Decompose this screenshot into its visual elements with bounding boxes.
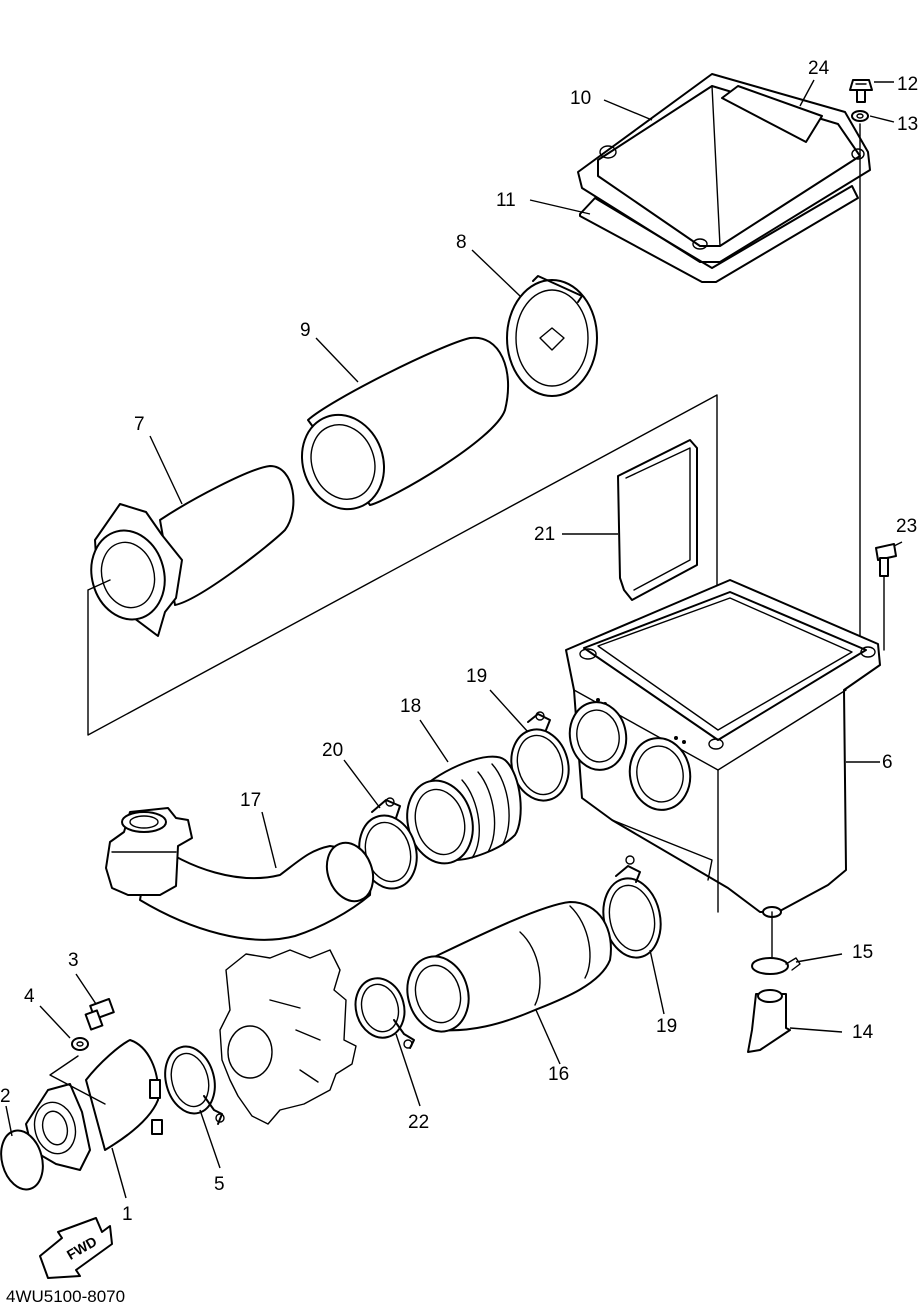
clamp-22	[354, 977, 415, 1049]
forward-arrow-icon: FWD	[39, 1217, 113, 1279]
callout-11: 11	[496, 190, 516, 211]
callout-14: 14	[852, 1022, 874, 1043]
carburetor-joint	[406, 901, 612, 1033]
callout-17: 17	[240, 790, 261, 811]
callout-13: 13	[897, 114, 918, 135]
callout-15: 15	[852, 942, 873, 963]
callout-10: 10	[570, 88, 591, 109]
intake-duct	[105, 807, 375, 941]
cover-washer	[851, 110, 869, 122]
clamp-lower	[602, 855, 662, 959]
intake-joint	[406, 755, 522, 865]
filter-element	[300, 336, 510, 511]
callout-1: 1	[122, 1204, 133, 1225]
drain-clip	[751, 911, 801, 975]
cover-label	[721, 85, 823, 143]
engine-block-silhouette	[219, 949, 357, 1125]
assembly-outline	[87, 394, 718, 761]
callout-18: 18	[400, 696, 421, 717]
callout-3: 3	[68, 950, 79, 971]
manifold-gasket	[0, 1129, 44, 1191]
air-box-case	[565, 579, 881, 918]
clamp-5	[164, 1045, 225, 1125]
box-panel	[617, 439, 698, 601]
callout-20: 20	[322, 740, 343, 761]
callout-21: 21	[534, 524, 555, 545]
bolt-guide-line	[49, 1055, 106, 1105]
manifold-bolt	[84, 998, 115, 1031]
air-box-cover	[577, 73, 871, 263]
drain-cap	[747, 989, 791, 1053]
callout-19-upper: 19	[466, 666, 487, 687]
cover-seal	[579, 185, 859, 283]
callout-9: 9	[300, 320, 311, 341]
callout-16: 16	[548, 1064, 569, 1085]
element-holder	[90, 465, 295, 637]
box-bolt	[875, 543, 897, 651]
manifold-washer	[71, 1037, 89, 1051]
diagram-code: 4WU5100-8070	[6, 1287, 125, 1306]
callout-24: 24	[808, 58, 830, 79]
callout-8: 8	[456, 232, 467, 253]
callout-2: 2	[0, 1086, 11, 1107]
callout-19-lower: 19	[656, 1016, 677, 1037]
callout-6: 6	[882, 752, 893, 773]
callout-4: 4	[24, 986, 35, 1007]
cover-screw	[849, 79, 873, 103]
callout-12: 12	[897, 74, 918, 95]
callout-5: 5	[214, 1174, 225, 1195]
callout-22: 22	[408, 1112, 429, 1133]
element-cap	[506, 275, 598, 397]
intake-manifold	[25, 1039, 163, 1171]
leader-lines	[5, 79, 903, 1199]
callout-23: 23	[896, 516, 917, 537]
callout-7: 7	[134, 414, 145, 435]
